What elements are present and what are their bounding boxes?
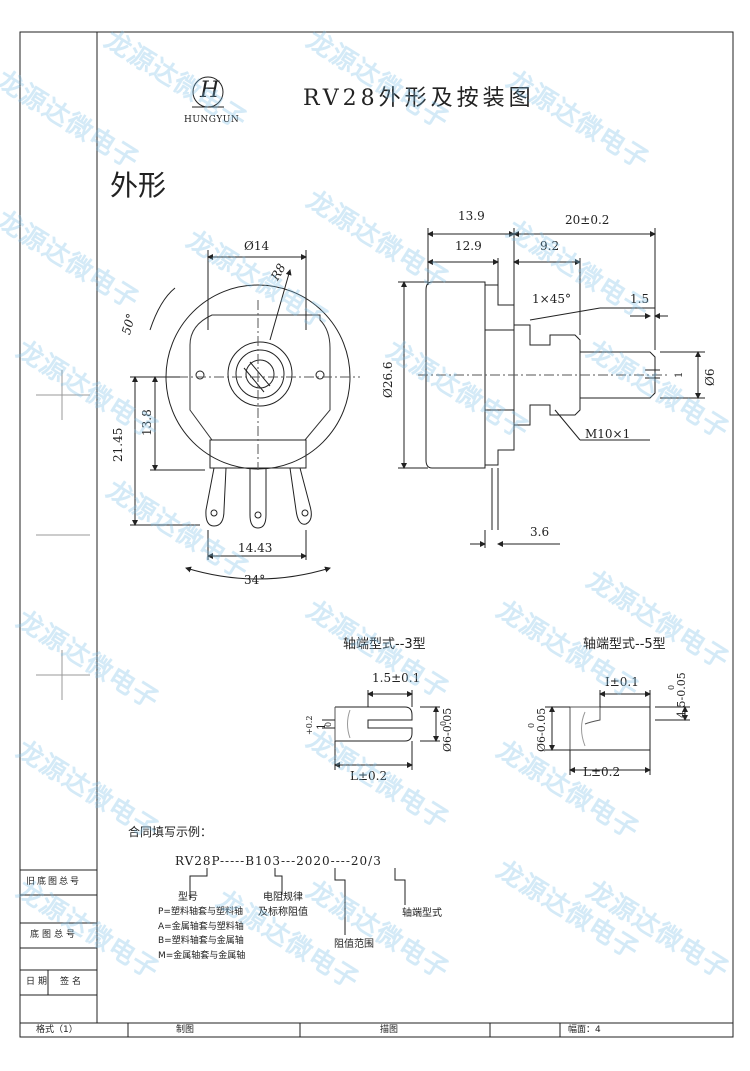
contract-code: RV28P-----B103---2020----20/3 [175, 854, 382, 868]
dim-pin-span: 14.43 [238, 541, 273, 555]
shaft3-title: 轴端型式--3型 [343, 637, 426, 652]
resistance-label-1: 电阻规律 [263, 892, 303, 903]
model-option: A=金属轴套与塑料轴 [158, 921, 244, 932]
model-label: 型号 [178, 892, 198, 903]
model-option: B=塑料轴套与金属轴 [158, 936, 244, 946]
dim-pin-offset: 3.6 [530, 525, 550, 539]
footer-drawn: 制图 [176, 1025, 195, 1035]
shaft5-flat-h-tol: 0 [667, 684, 676, 690]
dim-len-total: 13.9 [458, 209, 485, 223]
footer-format: 格式（1） [36, 1025, 78, 1035]
resistance-label-2: 及标称阻值 [258, 907, 308, 918]
dim-body-dia: Ø26.6 [381, 361, 395, 398]
shaft3-dia-tol: 0 [439, 720, 448, 726]
dim-diameter: Ø14 [244, 239, 270, 253]
dim-tip: 1.5 [630, 292, 650, 306]
shaft5-length: L±0.2 [583, 765, 621, 779]
shaft5-dia-tol: 0 [527, 722, 536, 728]
contract-heading: 合同填写示例： [128, 825, 213, 839]
shaft-type-label: 轴端型式 [402, 908, 442, 919]
dim-len-shaft: 9.2 [540, 239, 560, 253]
shaft3-dia: Ø6-0.05 [441, 707, 454, 752]
sidebar-signature: 签名 [60, 977, 85, 987]
shaft3-width: 1.5±0.1 [372, 671, 421, 685]
dim-chamfer: 1×45° [532, 292, 571, 306]
dim-slot: 1 [674, 371, 685, 378]
model-option: M=金属轴套与金属轴 [158, 950, 246, 961]
shaft5-dia: Ø6-0.05 [535, 707, 548, 752]
shaft5-title: 轴端型式--5型 [583, 637, 666, 652]
dim-thread: M10×1 [585, 427, 631, 441]
dim-shaft-dia: Ø6 [703, 368, 717, 386]
model-option: P=塑料轴套与塑料轴 [158, 907, 243, 917]
shaft3-length: L±0.2 [350, 769, 388, 783]
model-options: P=塑料轴套与塑料轴 A=金属轴套与塑料轴 B=塑料轴套与金属轴 M=金属轴套与… [158, 905, 245, 963]
dim-height-inner: 13.8 [140, 409, 154, 436]
dim-height-outer: 21.45 [111, 427, 125, 462]
shaft5-flat: I±0.1 [605, 675, 639, 689]
shaft3-slot-tol2: 0 [324, 721, 333, 727]
shaft5-flat-h: 4.5-0.05 [675, 672, 688, 718]
sidebar-date: 日期 [26, 977, 51, 987]
range-label: 阻值范围 [334, 939, 374, 950]
page-title: RV28外形及按装图 [303, 86, 535, 111]
dim-len-shaft-total: 20±0.2 [565, 213, 610, 227]
dim-angle-bottom: 34° [244, 573, 266, 587]
logo-brand: HUNGYUN [184, 115, 240, 125]
section-title: 外形 [110, 169, 167, 202]
sidebar-row-drawing-no: 底图总号 [30, 930, 79, 940]
shaft3-slot-tol: +0.2 [305, 715, 314, 735]
dim-len-body: 12.9 [455, 239, 482, 253]
sidebar-row-old-drawing-no: 旧底图总号 [26, 877, 82, 887]
logo-letter: H [200, 78, 220, 103]
footer-page: 幅面：4 [568, 1025, 601, 1035]
footer-traced: 描图 [380, 1025, 399, 1035]
